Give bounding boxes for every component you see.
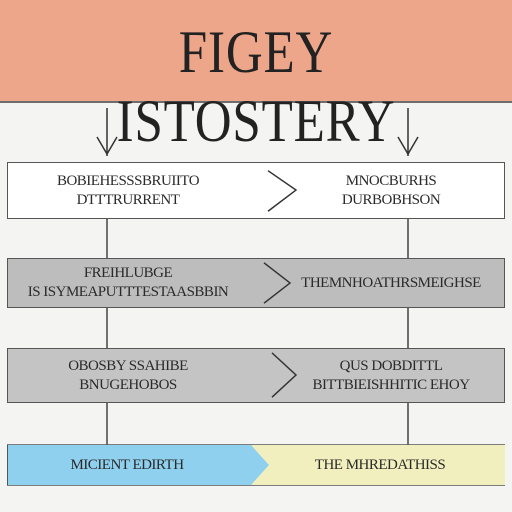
right-down-arrow-head (397, 136, 419, 156)
chevron-right-icon (263, 262, 292, 304)
step-2-left-line-2: IS ISYMEAPUTTTESTAASBBIN (27, 284, 229, 300)
step-2-left-line-1: FREIHLUBGE (83, 265, 173, 281)
step-1-left-line-1: BOBIEHESSSBRUIITO (56, 172, 200, 189)
step-row-1: BOBIEHESSSBRUIITO DTTTRURRENT MNOCBURHS … (7, 162, 505, 219)
step-row-3: OBOSBY SSAHIBE BNUGEHOBOS QUS DOBDITTL B… (7, 348, 505, 403)
step-3-right-line-1: QUS DOBDITTL (339, 357, 443, 374)
step-2-right: THEMNHOATHRSMEIGHSE (278, 259, 504, 307)
step-3-left: OBOSBY SSAHIBE BNUGEHOBOS (8, 349, 248, 402)
step-row-2: FREIHLUBGE IS ISYMEAPUTTTESTAASBBIN THEM… (7, 258, 505, 308)
step-4-right-panel (251, 445, 505, 485)
step-1-left-line-2: DTTTRURRENT (76, 191, 180, 208)
title-banner: FIGEY ISTOSTERY (0, 0, 512, 154)
step-1-right-line-2: DURBOBHSON (341, 191, 441, 208)
step-4-right: THE MHREDATHISS (257, 445, 503, 485)
step-4-left-line-1: MICIENT EDIRTH (70, 456, 184, 473)
step-2-left: FREIHLUBGE IS ISYMEAPUTTTESTAASBBIN (8, 259, 248, 307)
chevron-right-icon (271, 352, 298, 398)
step-4-left: MICIENT EDIRTH (7, 445, 247, 485)
step-3-left-line-2: BNUGEHOBOS (79, 376, 177, 393)
step-2-right-line-1: THEMNHOATHRSMEIGHSE (301, 274, 481, 291)
chevron-right-icon (267, 170, 298, 212)
step-3-right-line-2: BITTBIEISHHITIC EHOY (312, 376, 470, 393)
step-1-right-line-1: MNOCBURHS (345, 172, 437, 189)
step-1-right: MNOCBURHS DURBOBHSON (278, 163, 504, 218)
step-4-right-line-1: THE MHREDATHISS (314, 456, 446, 473)
diagram-title: FIGEY ISTOSTERY (116, 19, 396, 154)
step-3-right: QUS DOBDITTL BITTBIEISHHITIC EHOY (278, 349, 504, 402)
step-row-4: MICIENT EDIRTH THE MHREDATHISS (7, 445, 505, 485)
step-4-left-arrow-panel (7, 445, 269, 485)
left-down-arrow-head (96, 136, 118, 156)
step-1-left: BOBIEHESSSBRUIITO DTTTRURRENT (8, 163, 248, 218)
step-3-left-line-1: OBOSBY SSAHIBE (68, 357, 188, 374)
